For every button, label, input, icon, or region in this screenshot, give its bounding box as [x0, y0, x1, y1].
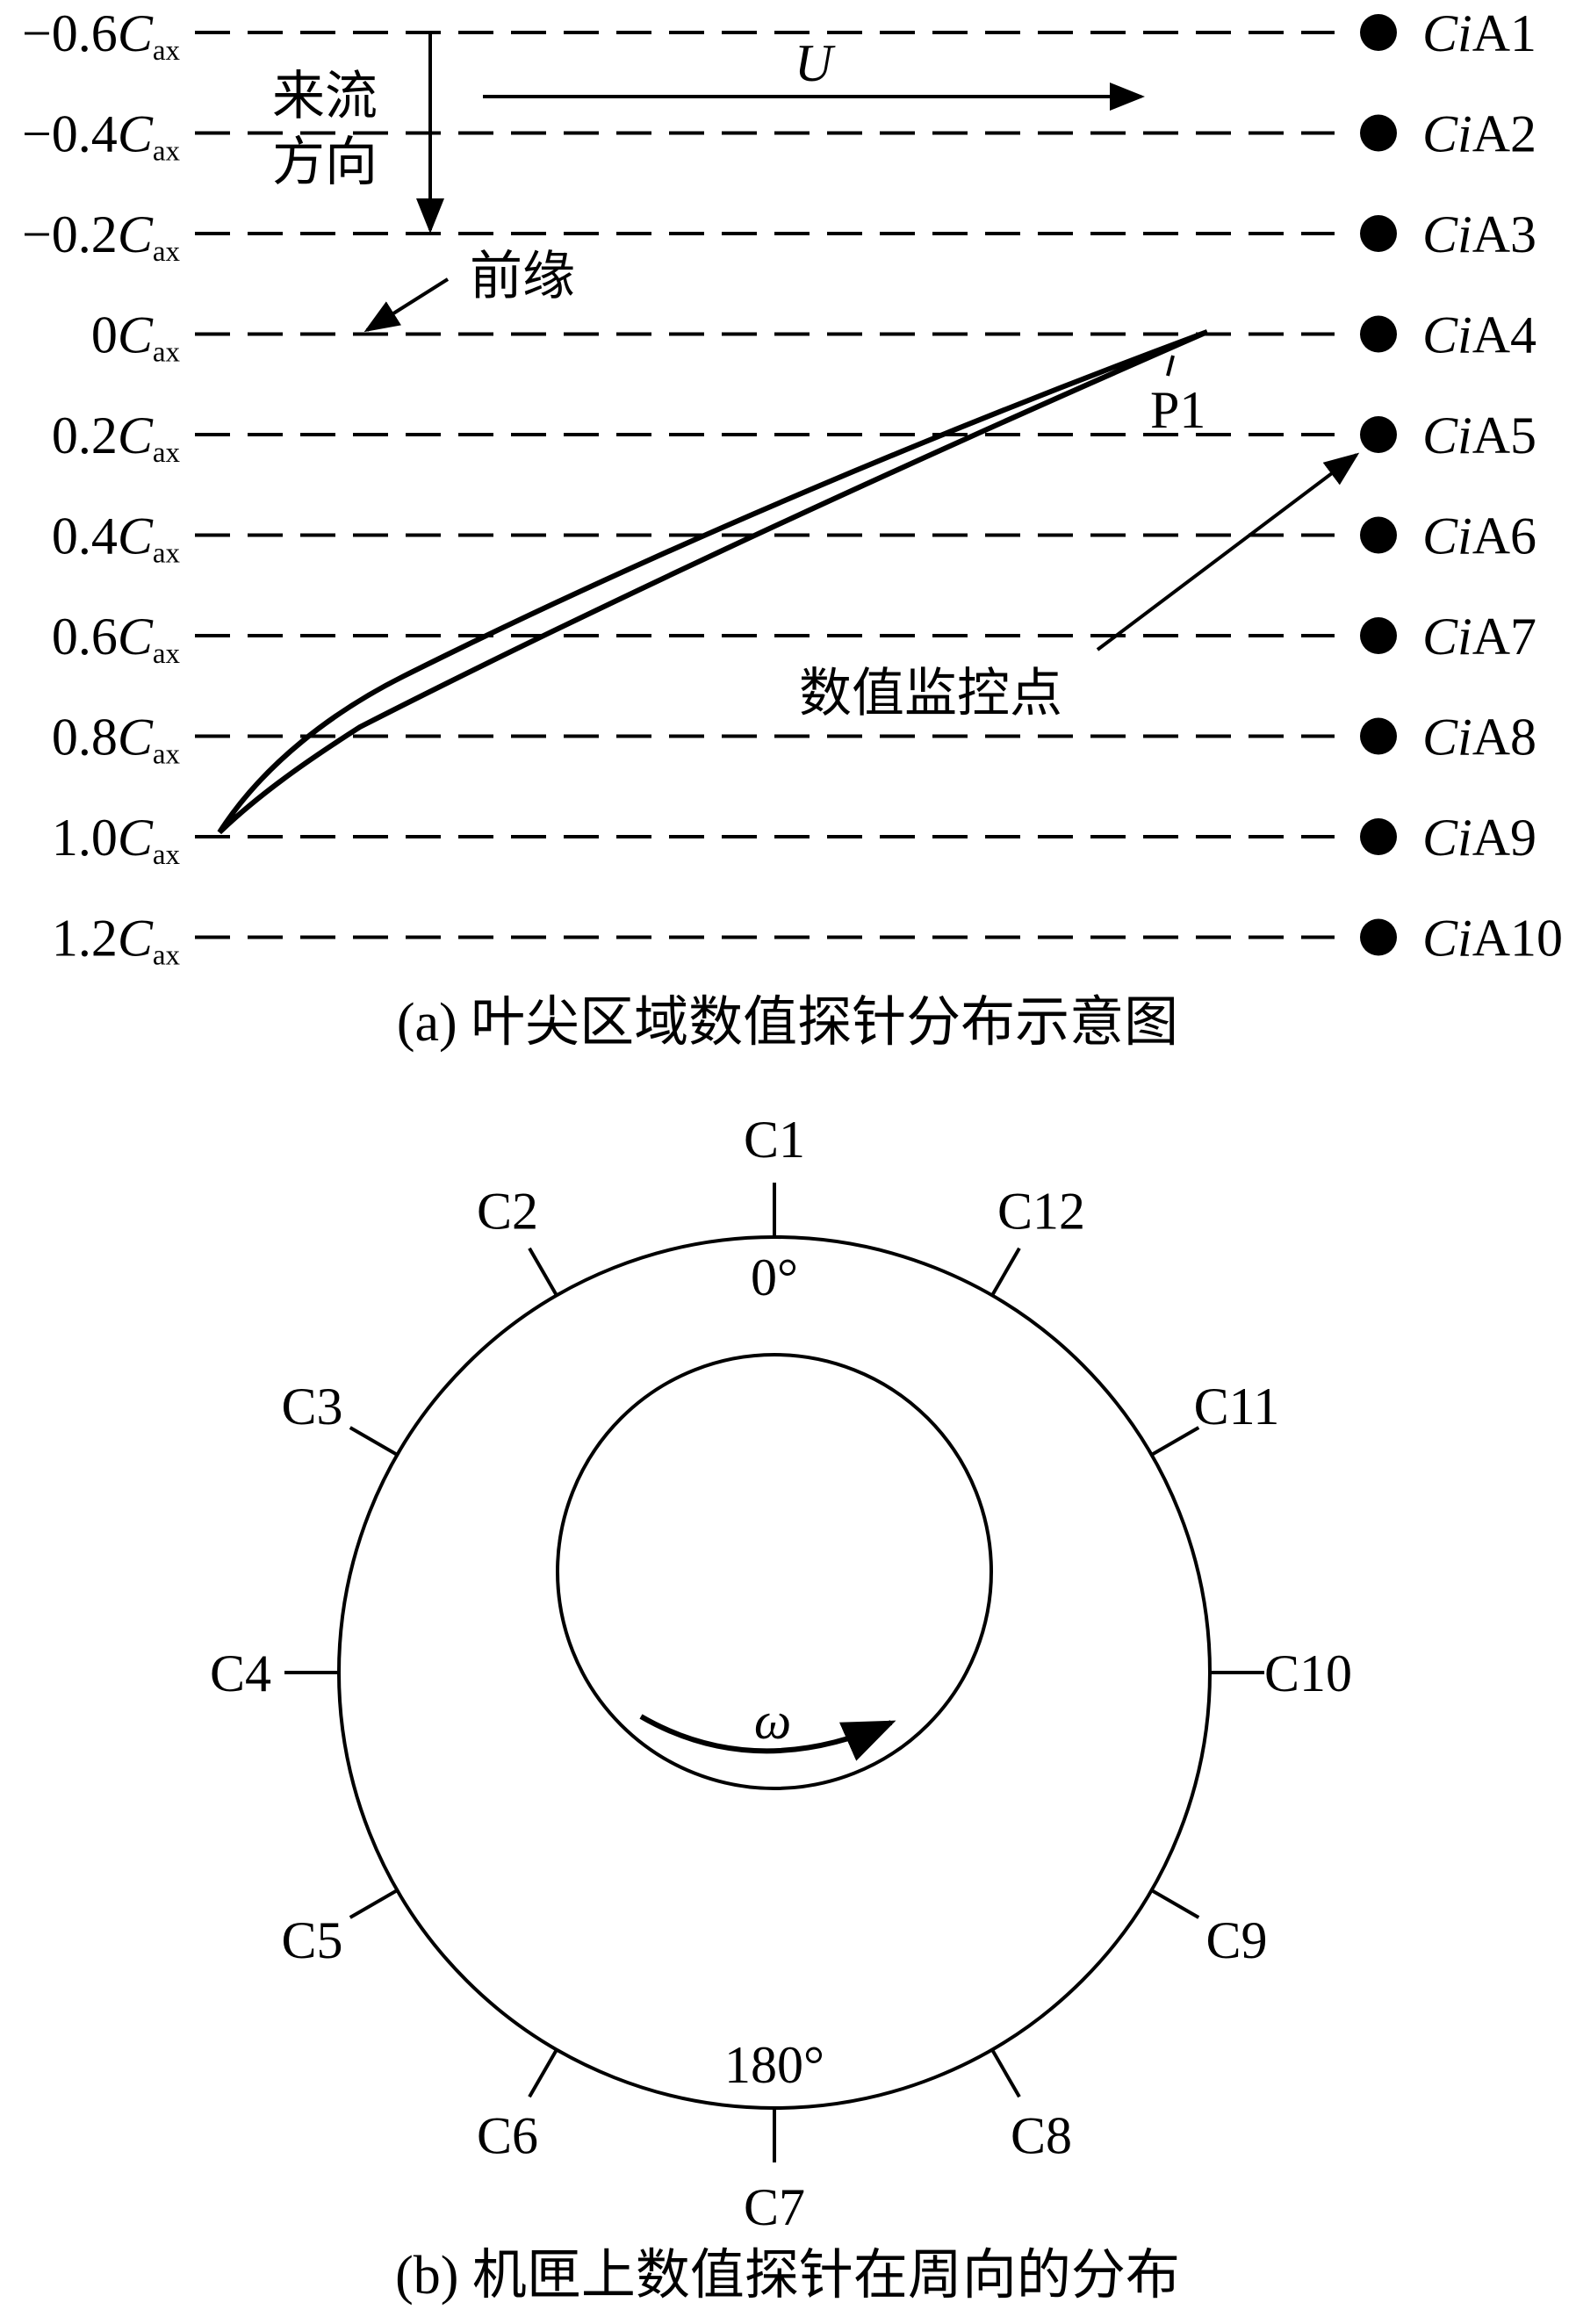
probe-label: CiA3 [1422, 205, 1536, 263]
station-row: −0.4Cax CiA2 [22, 105, 1536, 168]
station-row: 0.4Cax CiA6 [52, 507, 1536, 570]
casing-probe: C6 [477, 2048, 558, 2165]
station-label: 0.6Cax [52, 608, 181, 670]
probe-label: CiA10 [1422, 910, 1563, 968]
inflow-label-line2: 方向 [272, 133, 378, 191]
monitor-point [1360, 215, 1397, 252]
station-row: 0.2Cax CiA5 [52, 407, 1536, 469]
casing-probe: C12 [990, 1182, 1085, 1297]
omega-label: ω [754, 1692, 791, 1750]
probe-label: C9 [1206, 1911, 1268, 1969]
monitor-point [1360, 516, 1397, 554]
probe-tick [1150, 1426, 1200, 1457]
monitor-point [1360, 818, 1397, 855]
probe-label: C11 [1194, 1378, 1280, 1435]
casing-probe: C4 [210, 1644, 339, 1702]
probe-label: CiA1 [1422, 4, 1536, 62]
station-label: 0.8Cax [52, 709, 181, 771]
monitor-point [1360, 14, 1397, 51]
caption-a: (a) 叶尖区域数值探针分布示意图 [397, 993, 1178, 1053]
station-row: −0.2Cax CiA3 [22, 205, 1536, 268]
point-p1-label: P1 [1150, 381, 1205, 439]
angle-0-label: 0° [751, 1248, 798, 1306]
casing-probe: C1 [744, 1111, 805, 1237]
velocity-label: U [795, 34, 836, 92]
station-label: 0.4Cax [52, 507, 181, 570]
probe-label: CiA7 [1422, 608, 1536, 666]
station-row: −0.6Cax CiA1 [22, 4, 1536, 67]
station-label: 1.2Cax [52, 910, 181, 972]
probe-label: C5 [281, 1911, 342, 1969]
probe-label: CiA6 [1422, 507, 1536, 565]
p1-leader [1166, 355, 1175, 377]
monitor-points-label: 数值监控点 [799, 665, 1062, 723]
station-label: −0.2Cax [22, 205, 181, 268]
probe-label: CiA2 [1422, 105, 1536, 163]
probe-tick [528, 2048, 558, 2098]
casing-circle [337, 1235, 1212, 2110]
monitor-point [1360, 114, 1397, 152]
monitor-point [1360, 617, 1397, 654]
probe-tick [990, 1247, 1021, 1297]
monitor-point [1360, 416, 1397, 453]
station-row: 0.6Cax CiA7 [52, 608, 1536, 670]
probe-label: C6 [477, 2107, 538, 2165]
probe-label: CiA8 [1422, 709, 1536, 766]
monitor-arrow [1096, 452, 1360, 651]
casing-probe: C5 [281, 1889, 399, 1969]
station-label: −0.4Cax [22, 105, 181, 168]
station-label: 0.2Cax [52, 407, 181, 469]
casing-probe: C8 [990, 2048, 1072, 2165]
station-row: 0Cax CiA4 [91, 306, 1536, 369]
station-label: 0Cax [91, 306, 181, 369]
probe-label: C2 [477, 1182, 538, 1240]
probe-label: C12 [997, 1182, 1085, 1240]
casing-probe: C3 [281, 1378, 399, 1457]
probe-label: CiA9 [1422, 809, 1536, 867]
station-label: −0.6Cax [22, 4, 181, 67]
monitor-point [1360, 717, 1397, 755]
probe-label: C7 [744, 2178, 805, 2236]
leading-edge-arrow [363, 277, 450, 333]
probe-label: C10 [1264, 1644, 1352, 1702]
casing-probe: C10 [1210, 1644, 1352, 1702]
station-row: 1.2Cax CiA10 [52, 910, 1563, 972]
station-row: 1.0Cax CiA9 [52, 809, 1536, 871]
probe-tick [1150, 1889, 1200, 1919]
rotation-arrow [639, 1714, 896, 1761]
probe-tick [990, 2048, 1021, 2098]
probe-tick [349, 1889, 399, 1919]
probe-label: C3 [281, 1378, 342, 1435]
hub-circle [556, 1353, 993, 1790]
probe-tick [528, 1247, 558, 1297]
blade-profile [217, 329, 1209, 835]
casing-probe: C9 [1150, 1889, 1268, 1969]
leading-edge-label: 前缘 [470, 248, 575, 306]
caption-b: (b) 机匣上数值探针在周向的分布 [395, 2246, 1180, 2306]
casing-probe: C11 [1150, 1378, 1280, 1457]
probe-label: CiA4 [1422, 306, 1536, 364]
probe-label: C1 [744, 1111, 805, 1169]
station-row: 0.8Cax CiA8 [52, 709, 1536, 771]
probe-label: C8 [1011, 2107, 1072, 2165]
station-label: 1.0Cax [52, 809, 181, 871]
angle-180-label: 180° [724, 2036, 824, 2094]
probe-label: C4 [210, 1644, 271, 1702]
casing-probe: C2 [477, 1182, 558, 1297]
probe-label: CiA5 [1422, 407, 1536, 464]
inflow-label-line1: 来流 [272, 68, 378, 126]
monitor-point [1360, 315, 1397, 353]
casing-probe: C7 [744, 2108, 805, 2236]
monitor-point [1360, 918, 1397, 956]
probe-tick [349, 1426, 399, 1457]
